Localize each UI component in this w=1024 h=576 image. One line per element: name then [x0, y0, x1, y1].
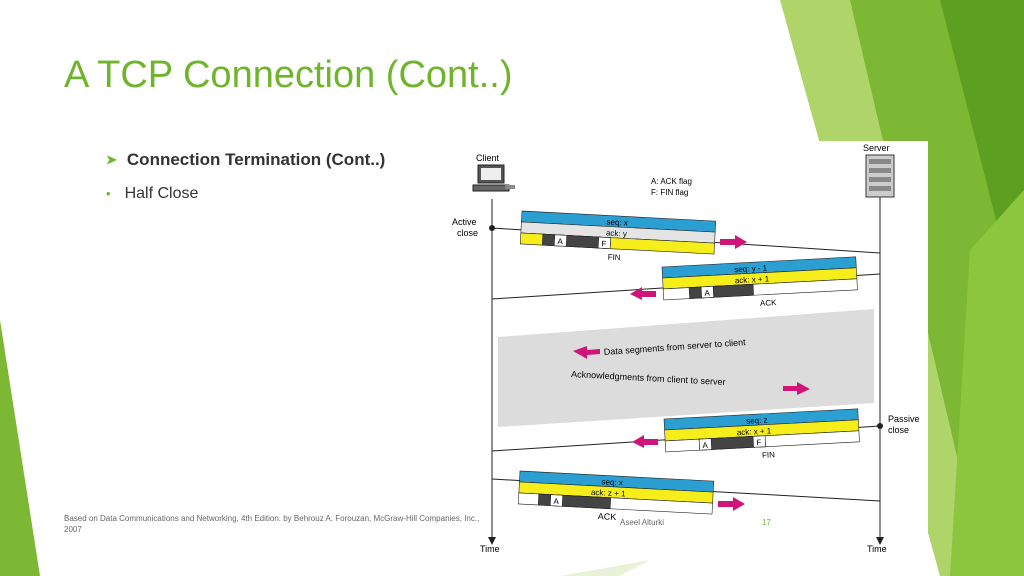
arrow-bullet-icon: ➤: [106, 152, 117, 167]
segment-3-label: FIN: [762, 450, 776, 460]
segment-4-ack: ack: z + 1: [591, 488, 626, 499]
segment-3-arrow-icon: [632, 435, 658, 448]
segment-2-ack: ack: x + 1: [735, 274, 770, 285]
segment-1-ack: ack: y: [606, 228, 627, 238]
server-label: Server: [863, 143, 890, 153]
segment-4-arrow-icon: [718, 497, 745, 511]
segment-3-flag-f: F: [756, 438, 761, 447]
server-timeline-arrow-icon: [876, 537, 884, 545]
segment-fin-2: seq: z ack: x + 1 A F FIN: [663, 408, 860, 460]
data-segments-arrow-icon: [573, 346, 600, 359]
segment-ack-1: seq: y - 1 ack: x + 1 A ACK: [661, 256, 858, 308]
client-computer-icon: [472, 164, 515, 192]
active-close-label-1: Active: [452, 217, 477, 227]
segment-fin-1: seq: x ack: y A F FIN: [519, 210, 717, 263]
bullet-main: ➤ Connection Termination (Cont..): [106, 150, 385, 170]
footer-citation: Based on Data Communications and Network…: [64, 513, 479, 535]
data-transfer-region: [498, 309, 874, 427]
segment-1-flag-a: A: [557, 237, 563, 246]
legend-fin: F: FIN flag: [651, 188, 688, 197]
segment-1-seq: seq: x: [606, 217, 628, 227]
tcp-half-close-diagram: Client Server A: ACK flag F: FIN flag Ti…: [446, 141, 928, 554]
segment-1-label: FIN: [607, 253, 621, 263]
segment-4-label: ACK: [597, 511, 616, 522]
segment-2-arrow-icon: [630, 287, 656, 300]
footer-line-1: Based on Data Communications and Network…: [64, 514, 480, 523]
segment-4-seq: seq: x: [601, 477, 623, 487]
page-number: 17: [762, 518, 771, 527]
client-label: Client: [476, 153, 500, 163]
bullet-main-text: Connection Termination (Cont..): [126, 150, 386, 169]
segment-2-seq: seq: y - 1: [734, 263, 768, 274]
segment-1-flag-f: F: [601, 239, 606, 248]
bullet-sub: • Half Close: [106, 185, 198, 203]
segment-3-ack: ack: x + 1: [737, 426, 772, 437]
segment-ack-2: seq: x ack: z + 1 A ACK: [517, 470, 715, 522]
segment-3-flag-a: A: [702, 441, 708, 450]
time-left-label: Time: [480, 544, 500, 554]
passive-close-label-1: Passive: [888, 414, 920, 424]
segment-3-seq: seq: z: [746, 416, 768, 426]
client-timeline-arrow-icon: [488, 537, 496, 545]
passive-close-label-2: close: [888, 425, 909, 435]
bullet-sub-text: Half Close: [124, 185, 199, 202]
active-close-label-2: close: [457, 228, 478, 238]
segment-2-label: ACK: [760, 298, 778, 308]
server-icon: [865, 154, 895, 198]
slide-title: A TCP Connection (Cont..): [64, 54, 513, 96]
footer-line-2: 2007: [64, 525, 82, 534]
segment-4-flag-a: A: [553, 497, 559, 506]
segment-2-flag-a: A: [704, 289, 710, 298]
dot-bullet-icon: •: [106, 186, 111, 201]
diagram-svg: Client Server A: ACK flag F: FIN flag Ti…: [452, 143, 920, 554]
time-right-label: Time: [867, 544, 887, 554]
author-name: Aseel Alturki: [620, 518, 665, 527]
legend-ack: A: ACK flag: [651, 177, 692, 186]
acknowledgments-arrow-icon: [783, 382, 810, 395]
segment-1-arrow-icon: [720, 235, 747, 249]
